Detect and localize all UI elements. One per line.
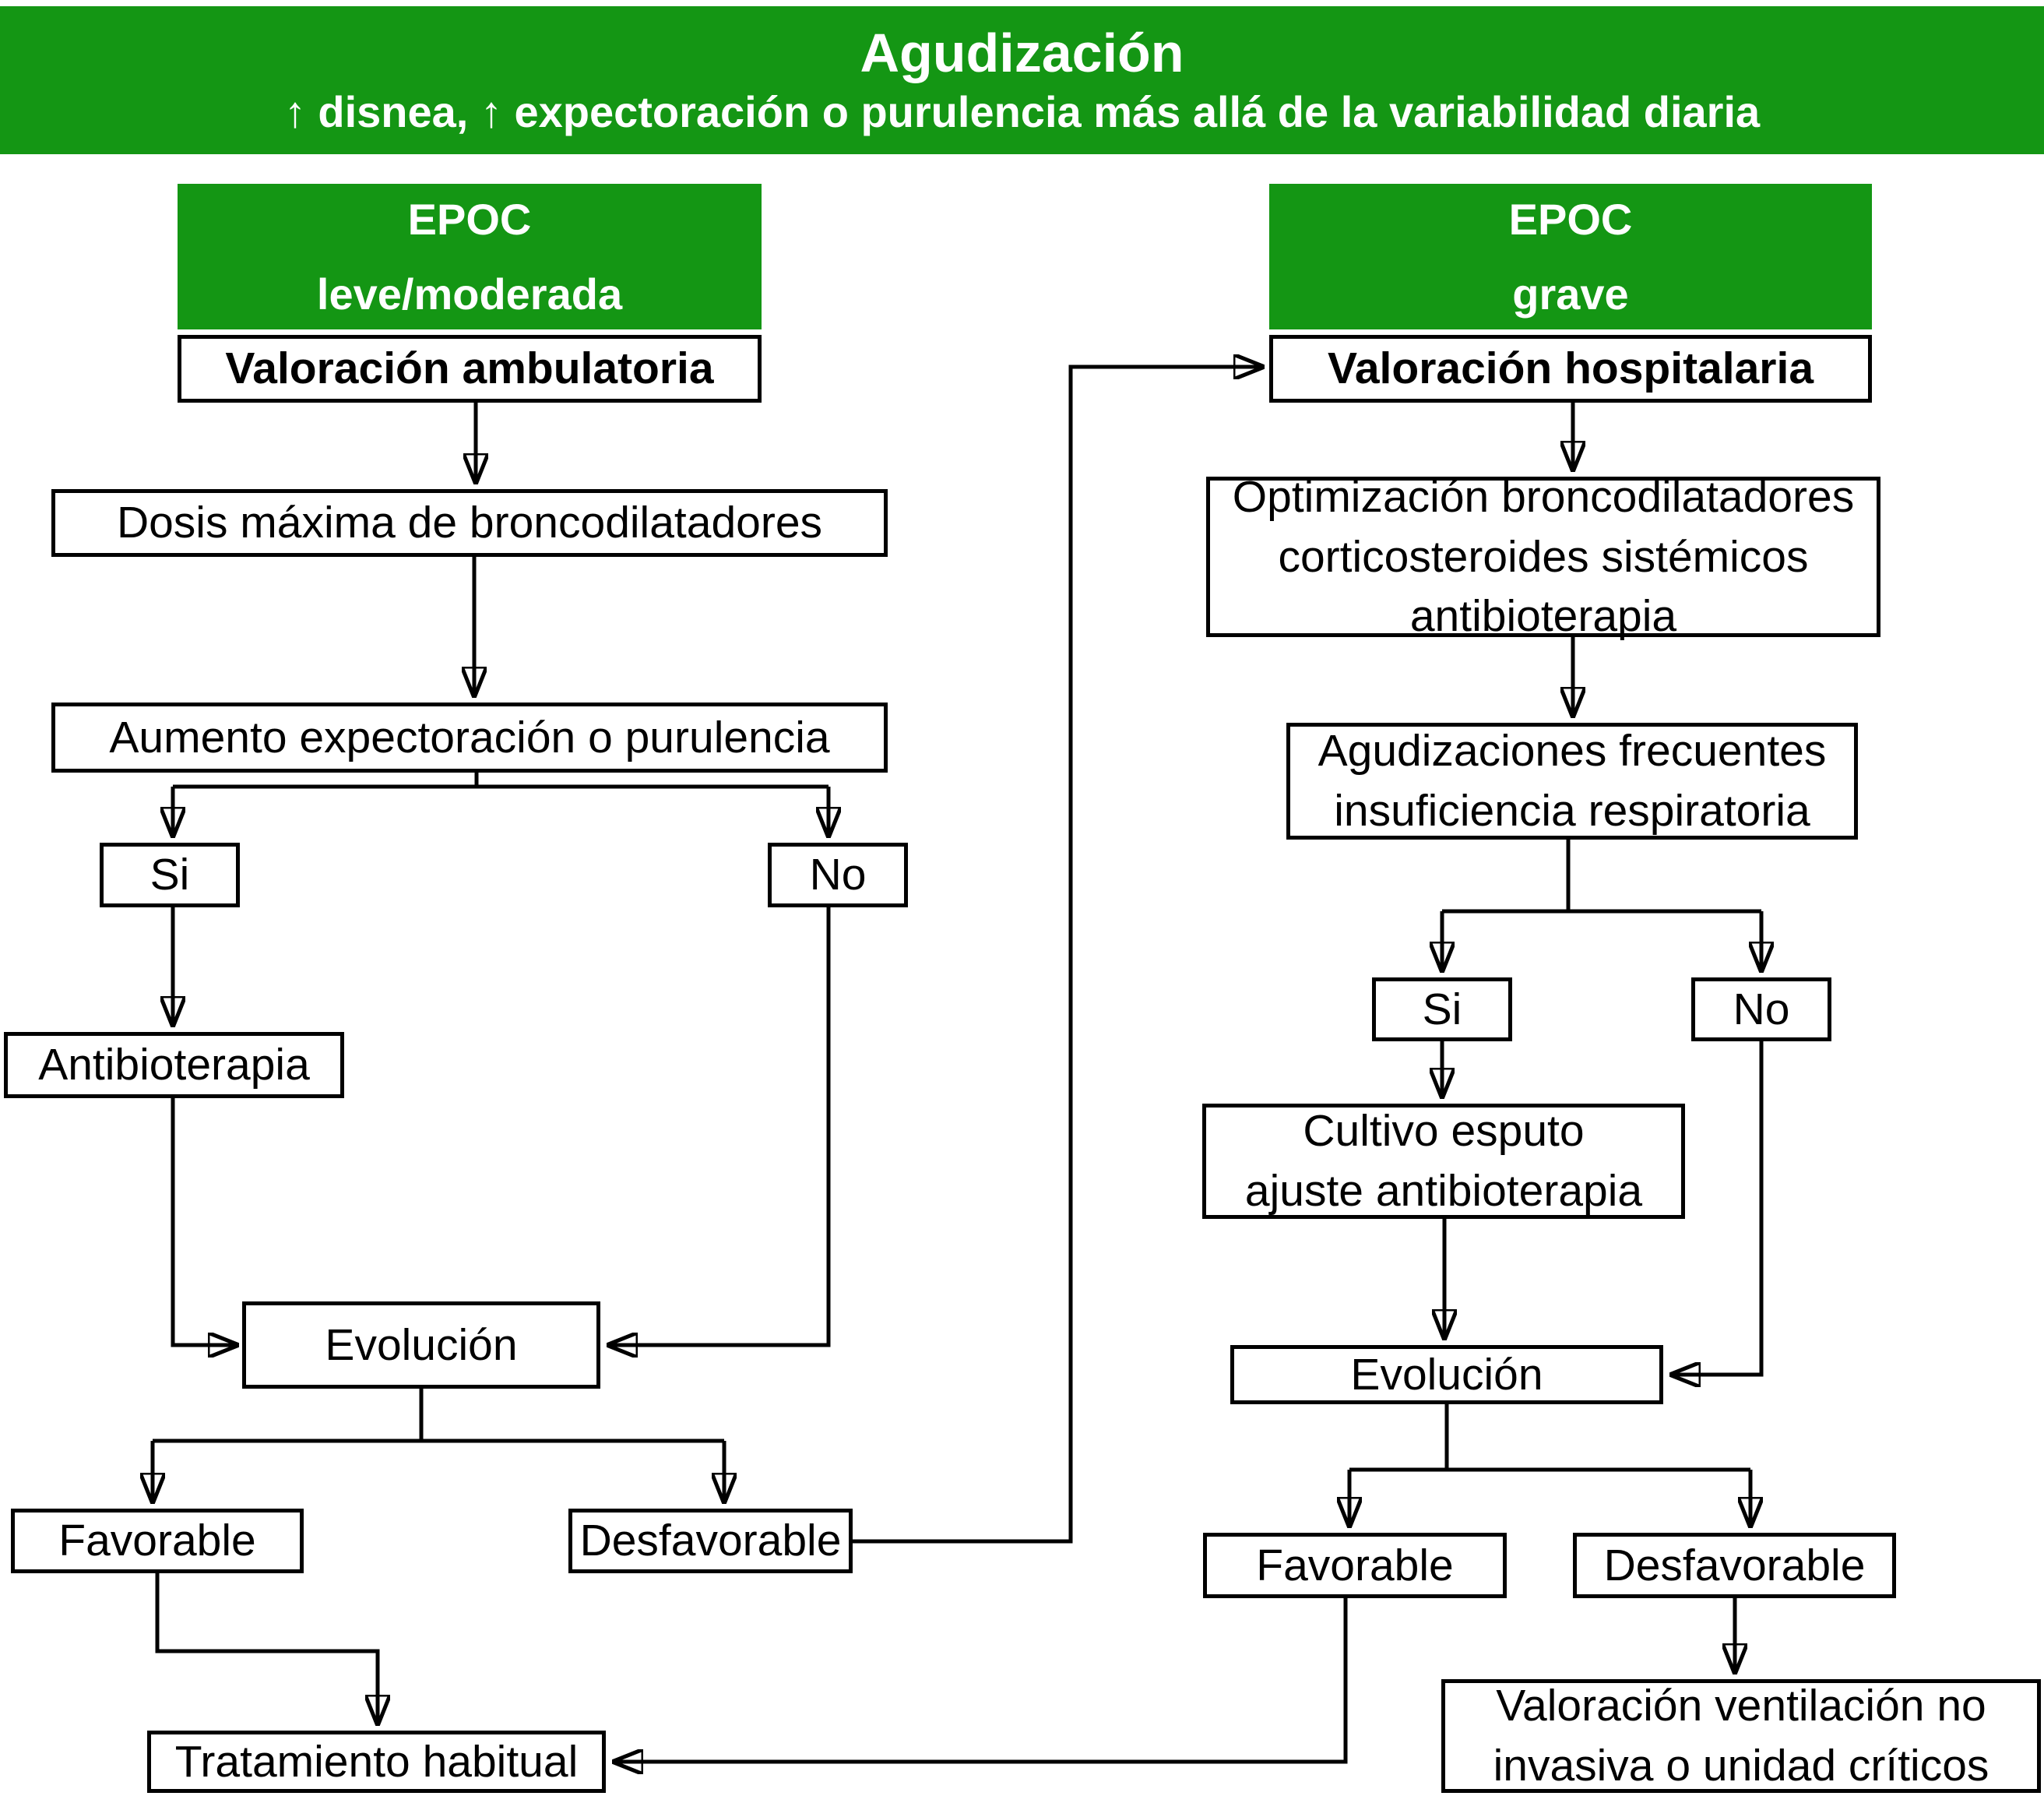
node-no-left: No [768, 843, 908, 907]
connector-evol-left-branch [153, 1389, 724, 1443]
connector-favorable-tratamiento [155, 1573, 378, 1726]
node-cultivo-esputo: Cultivo esputo ajuste antibioterapia [1202, 1104, 1685, 1219]
node-epoc-grave: EPOC grave [1269, 184, 1872, 329]
node-no-right: No [1691, 977, 1831, 1041]
node-evolucion-right: Evolución [1230, 1345, 1663, 1404]
connector-aumento-branch [173, 773, 829, 789]
node-valoracion-ventilacion: Valoración ventilación no invasiva o uni… [1441, 1679, 2041, 1793]
node-valoracion-ambulatoria: Valoración ambulatoria [178, 335, 762, 403]
node-favorable-left: Favorable [11, 1509, 304, 1573]
node-si-right: Si [1372, 977, 1512, 1041]
node-evolucion-left: Evolución [242, 1301, 600, 1389]
node-desfavorable-right: Desfavorable [1573, 1533, 1896, 1598]
node-optimizacion: Optimización broncodilatadores corticost… [1206, 472, 1880, 641]
node-agudizaciones-frecuentes: Agudizaciones frecuentes insuficiencia r… [1286, 723, 1858, 840]
page-subtitle: ↑ disnea, ↑ expectoración o purulencia m… [283, 87, 1761, 137]
node-valoracion-hospitalaria: Valoración hospitalaria [1269, 335, 1872, 403]
connector-desfavorable-valhosp [853, 367, 1265, 1544]
connector-agud-branch [1442, 840, 1761, 914]
node-dosis-maxima: Dosis máxima de broncodilatadores [51, 489, 888, 557]
connector-favorable-right-tratamiento [612, 1598, 1348, 1762]
node-antibioterapia: Antibioterapia [4, 1032, 344, 1098]
page-title: Agudización [860, 22, 1184, 83]
node-desfavorable-left: Desfavorable [568, 1509, 853, 1573]
node-epoc-leve-moderada: EPOC leve/moderada [178, 184, 762, 329]
connector-evol-right-branch [1349, 1402, 1750, 1472]
node-tratamiento-habitual: Tratamiento habitual [147, 1731, 606, 1793]
connector-antibioterapia-evolucion [171, 1098, 239, 1345]
node-aumento-expectoracion: Aumento expectoración o purulencia [51, 703, 888, 773]
node-favorable-right: Favorable [1203, 1533, 1507, 1598]
connector-no-evolucion-right [1669, 1041, 1764, 1375]
header-banner: Agudización ↑ disnea, ↑ expectoración o … [0, 6, 2044, 154]
connector-no-evolucion-left [607, 907, 831, 1345]
node-si-left: Si [100, 843, 240, 907]
